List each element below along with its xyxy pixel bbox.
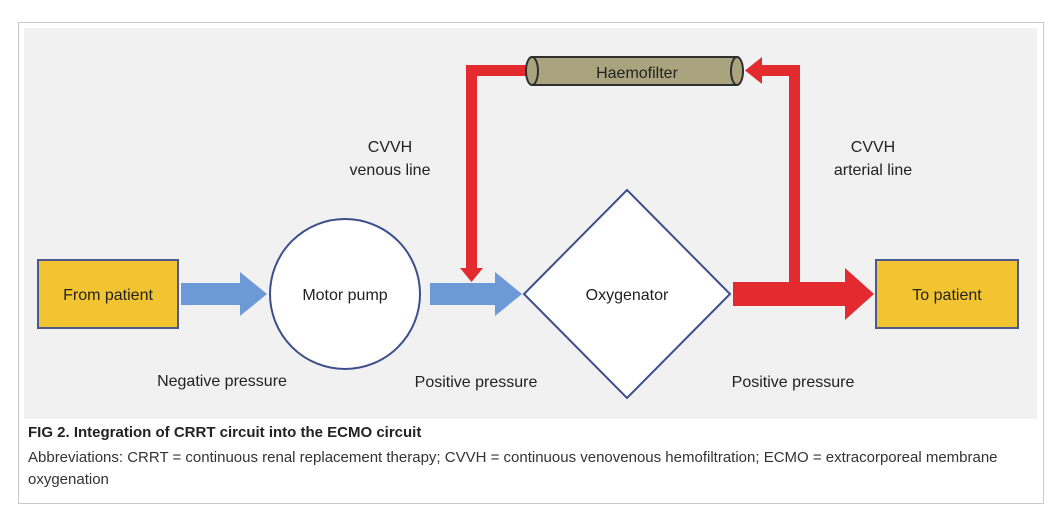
arterial-line-vertical (789, 65, 800, 285)
from-patient-label: From patient (63, 287, 153, 304)
negative-pressure-label: Negative pressure (157, 373, 287, 390)
cvvh-red-circuit (460, 57, 800, 285)
positive-pressure-label-1: Positive pressure (415, 374, 538, 391)
diagram-panel (24, 28, 1037, 419)
positive-pressure-label-2: Positive pressure (732, 374, 855, 391)
oxygenator-label: Oxygenator (586, 287, 669, 304)
to-patient-label: To patient (912, 287, 982, 304)
haemofilter-label: Haemofilter (596, 65, 678, 82)
from-patient-box: From patient (37, 259, 179, 329)
motor-pump: Motor pump (269, 218, 421, 370)
figure-caption-title: FIG 2. Integration of CRRT circuit into … (28, 424, 422, 441)
blue-arrow-1 (181, 272, 267, 316)
to-patient-box: To patient (875, 259, 1019, 329)
venous-line-top (466, 65, 532, 76)
venous-title: CVVH (368, 139, 412, 156)
arterial-line-top (762, 65, 800, 76)
arterial-subtitle: arterial line (834, 162, 912, 179)
venous-subtitle: venous line (350, 162, 431, 179)
red-arrow-to-patient (733, 268, 874, 320)
figure-caption-text: Abbreviations: CRRT = continuous renal r… (28, 449, 998, 488)
motor-pump-label: Motor pump (302, 287, 387, 304)
haemofilter: Haemofilter (525, 56, 744, 86)
arterial-arrowhead-left (745, 57, 762, 84)
venous-arrowhead-down (460, 268, 483, 282)
blue-arrow-2 (430, 272, 522, 316)
arterial-title: CVVH (851, 139, 895, 156)
oxygenator: Oxygenator (522, 188, 732, 400)
venous-line-vertical (466, 65, 477, 270)
